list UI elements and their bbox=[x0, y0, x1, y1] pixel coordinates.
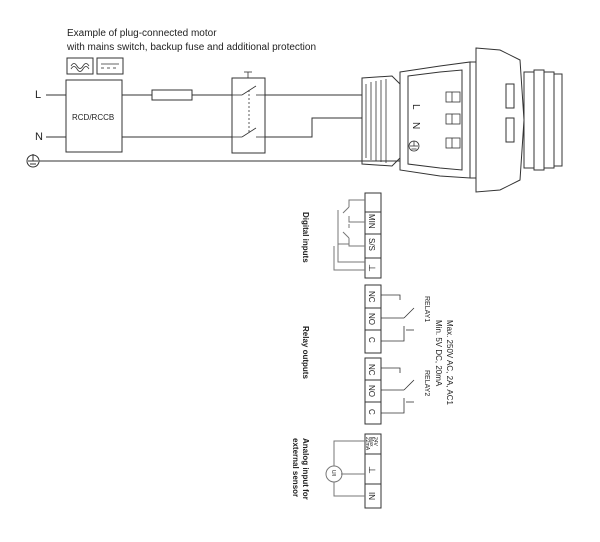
plug-earth-icon bbox=[408, 140, 420, 152]
analog-input-label-line-1: Analog input for bbox=[301, 438, 310, 500]
mains-label-l: L bbox=[35, 89, 41, 101]
rcd-rccb-label: RCD/RCCB bbox=[72, 113, 114, 122]
dc-symbol-icon bbox=[96, 57, 124, 75]
terminal-c-1: C bbox=[367, 337, 376, 343]
terminal-c-2: C bbox=[367, 409, 376, 415]
backup-fuse bbox=[151, 89, 193, 101]
sensor-symbol: U/I bbox=[330, 470, 336, 476]
diagram-title-line-1: Example of plug-connected motor bbox=[67, 28, 217, 39]
terminal-block-analog-input bbox=[364, 433, 382, 509]
terminal-no-2: NO bbox=[367, 385, 376, 397]
plug-label-n: N bbox=[410, 122, 421, 129]
terminal-gnd-2: ⊥ bbox=[367, 466, 377, 474]
relay-outputs-label: Relay outputs bbox=[301, 326, 310, 379]
terminal-in: IN bbox=[367, 492, 376, 500]
terminal-nc-1: NC bbox=[367, 291, 376, 303]
diagram-title-line-2: with mains switch, backup fuse and addit… bbox=[66, 42, 316, 53]
digital-inputs-label: Digital inputs bbox=[301, 212, 310, 263]
motor-plug-connector bbox=[361, 47, 563, 193]
sensor-icon: U/I bbox=[325, 465, 343, 483]
mains-switch bbox=[231, 77, 266, 154]
earth-ground-icon bbox=[26, 154, 40, 168]
relay1-label: RELAY1 bbox=[423, 296, 430, 322]
rating-max: Max. 250V AC, 2A, AC1 bbox=[445, 320, 454, 405]
terminal-gnd-1: ⊥ bbox=[367, 264, 377, 272]
mains-label-n: N bbox=[35, 131, 43, 143]
terminal-24v: 24V bbox=[372, 437, 378, 447]
terminal-24v-current: 22mA bbox=[364, 437, 370, 451]
terminal-min: MIN bbox=[367, 214, 376, 229]
terminal-no-1: NO bbox=[367, 313, 376, 325]
relay2-label: RELAY2 bbox=[423, 370, 430, 396]
analog-input-label-line-2: external sensor bbox=[291, 438, 300, 497]
rating-min: Min. 5V DC, 20mA bbox=[434, 320, 443, 387]
terminal-24v-max: Max bbox=[368, 437, 374, 447]
plug-label-l: L bbox=[410, 104, 421, 110]
terminal-block-relay2 bbox=[364, 357, 382, 425]
rcd-rccb-box bbox=[65, 79, 123, 153]
terminal-ss: S/S bbox=[367, 238, 376, 251]
terminal-nc-2: NC bbox=[367, 364, 376, 376]
terminal-block-relay1 bbox=[364, 284, 382, 354]
terminal-block-digital-inputs bbox=[364, 192, 382, 279]
ac-symbol-icon bbox=[66, 57, 94, 75]
